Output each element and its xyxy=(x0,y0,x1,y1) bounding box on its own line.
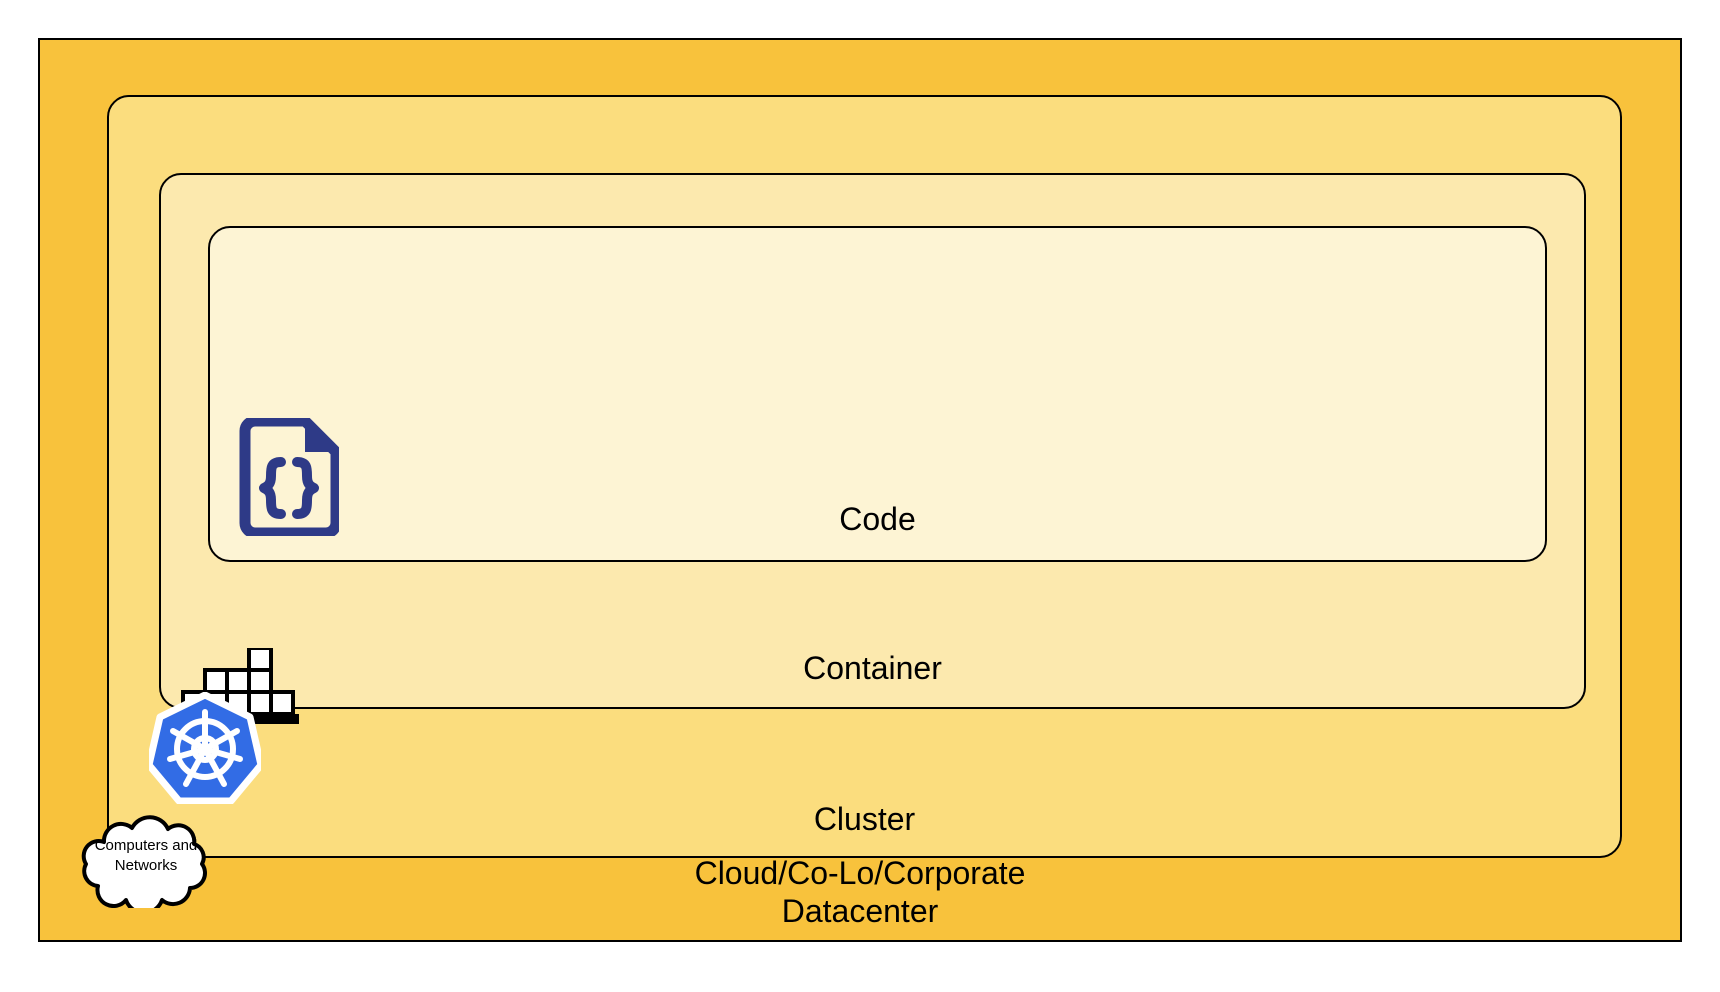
layer-cluster-label: Cluster xyxy=(813,801,916,837)
layer-container[interactable]: Code xyxy=(159,173,1586,724)
layer-code-label: Code xyxy=(839,501,916,537)
layer-cluster[interactable]: Code xyxy=(107,95,1622,858)
kubernetes-helm-icon xyxy=(145,691,265,805)
layer-code[interactable]: Code xyxy=(208,226,1547,562)
layer-datacenter[interactable]: Code xyxy=(38,38,1682,942)
layer-container-label: Container xyxy=(803,650,942,686)
layer-datacenter-label: Cloud/Co-Lo/Corporate Datacenter xyxy=(694,855,1026,929)
json-code-file-icon xyxy=(235,415,342,539)
